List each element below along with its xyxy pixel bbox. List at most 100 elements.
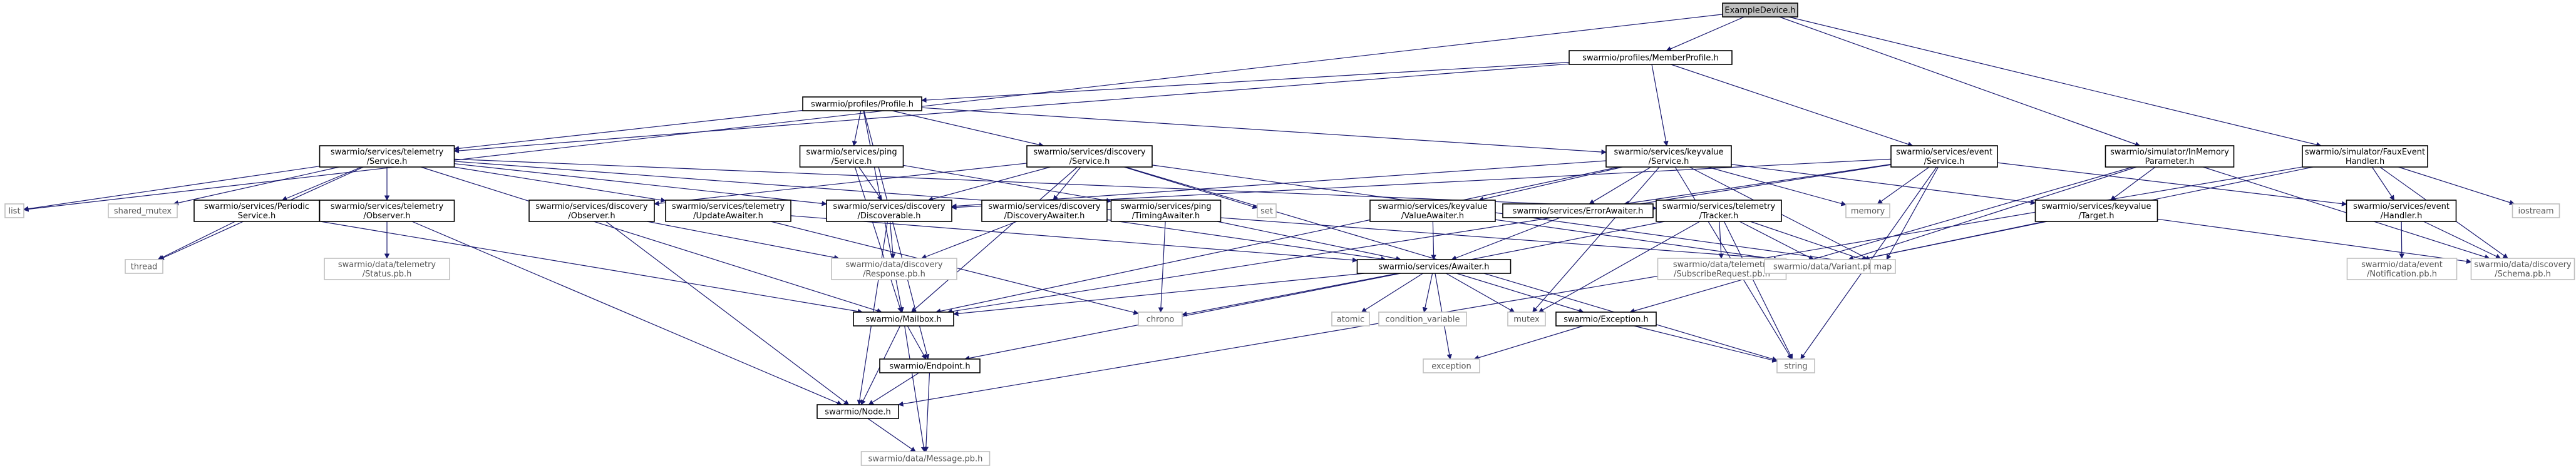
node-map: map: [1870, 259, 1896, 274]
node-label: /Discoverable.h: [857, 211, 920, 221]
node-mailbox[interactable]: swarmio/Mailbox.h: [853, 311, 954, 327]
node-updaw[interactable]: swarmio/services/telemetry/UpdateAwaiter…: [665, 200, 791, 222]
node-box: [1026, 145, 1153, 168]
node-label: /Observer.h: [568, 211, 615, 221]
node-label: swarmio/services/telemetry: [672, 202, 785, 211]
node-chrono: chrono: [1138, 311, 1183, 327]
edge-timingaw-to-awaiter: [1217, 221, 1401, 261]
node-eventsvc[interactable]: swarmio/services/event/Service.h: [1890, 145, 1998, 168]
edge: [647, 221, 840, 260]
edge: [1634, 325, 1778, 363]
edge: [927, 166, 1051, 202]
node-label: swarmio/services/discovery: [1033, 148, 1146, 157]
edge-tracker-to-string: [1723, 221, 1793, 360]
edge: [1877, 166, 1930, 205]
edge-kvsvc-to-valueaw: [1478, 166, 1623, 202]
edge: [1718, 221, 1724, 259]
node-label: swarmio/services/ping: [1120, 202, 1211, 211]
edge-awaiter-to-condvar: [1422, 273, 1433, 313]
node-box: [528, 200, 655, 222]
edge: [654, 163, 1028, 206]
node-box: [1331, 311, 1370, 327]
node-memory: memory: [1845, 203, 1890, 218]
node-endpoint[interactable]: swarmio/Endpoint.h: [879, 358, 981, 373]
node-erroraw[interactable]: swarmio/services/ErrorAwaiter.h: [1502, 203, 1654, 218]
node-label: swarmio/services/telemetry: [331, 148, 444, 157]
node-box: [1502, 203, 1654, 218]
edge-memberprofile-to-telemsvc: [453, 63, 1570, 154]
node-discoverable[interactable]: swarmio/services/discovery/Discoverable.…: [826, 200, 952, 222]
node-box: [2105, 145, 2235, 168]
edge: [1739, 221, 1815, 260]
node-box: [826, 200, 952, 222]
node-box: [319, 200, 455, 222]
node-box: [981, 200, 1108, 222]
node-label: swarmio/simulator/FauxEvent: [2305, 148, 2425, 157]
node-exceptionh[interactable]: swarmio/Exception.h: [1555, 311, 1657, 327]
node-label: ExampleDevice.h: [1724, 6, 1795, 16]
edge: [1788, 16, 2322, 148]
node-condvar: condition_variable: [1378, 311, 1467, 327]
edge-discobs-to-responsepb: [647, 221, 840, 260]
node-root[interactable]: ExampleDevice.h: [1722, 3, 1798, 18]
edge-awaiter-to-chrono: [1182, 273, 1398, 317]
edge: [1158, 221, 1166, 313]
node-label: condition_variable: [1385, 315, 1460, 325]
node-label: /UpdateAwaiter.h: [693, 211, 763, 221]
node-profile[interactable]: swarmio/profiles/Profile.h: [802, 96, 922, 111]
edge: [1731, 164, 2036, 205]
node-box: [799, 145, 904, 168]
node-evhandler[interactable]: swarmio/services/event/Handler.h: [2346, 200, 2457, 222]
node-telemobs[interactable]: swarmio/services/telemetry/Observer.h: [319, 200, 455, 222]
node-box: [1776, 358, 1815, 373]
edge: [1671, 64, 1914, 147]
edge-eventsvc-to-map: [1886, 166, 1939, 260]
node-box: [2346, 258, 2458, 280]
node-node[interactable]: swarmio/Node.h: [817, 404, 899, 419]
node-memberprofile[interactable]: swarmio/profiles/MemberProfile.h: [1569, 50, 1733, 65]
node-discsvc[interactable]: swarmio/services/discovery/Service.h: [1026, 145, 1153, 168]
node-label: /Service.h: [1649, 157, 1689, 166]
edge: [1106, 219, 1386, 262]
node-timingaw[interactable]: swarmio/services/ping/TimingAwaiter.h: [1110, 200, 1222, 222]
node-box: [1870, 259, 1896, 274]
node-label: swarmio/data/Variant.pb.h: [1773, 263, 1881, 272]
edge: [1886, 166, 1939, 260]
node-telemsvc[interactable]: swarmio/services/telemetry/Service.h: [319, 145, 455, 168]
edge: [420, 166, 882, 313]
edge-discsvc-to-discoverable: [927, 166, 1051, 202]
node-kvsvc[interactable]: swarmio/services/keyvalue/Service.h: [1605, 145, 1732, 168]
node-discaw[interactable]: swarmio/services/discovery/DiscoveryAwai…: [981, 200, 1108, 222]
edge: [23, 166, 320, 211]
node-kvtarget[interactable]: swarmio/services/keyvalue/Target.h: [2034, 200, 2158, 222]
edge-eventsvc-to-memory: [1877, 166, 1930, 205]
edge-profile-to-telemsvc: [453, 109, 803, 151]
node-label: /Target.h: [2079, 211, 2115, 221]
node-tracker[interactable]: swarmio/services/telemetry/Tracker.h: [1656, 200, 1782, 222]
edge: [157, 221, 235, 260]
node-notificationpb: swarmio/data/event/Notification.pb.h: [2346, 258, 2458, 280]
node-valueaw[interactable]: swarmio/services/keyvalue/ValueAwaiter.h: [1369, 200, 1496, 222]
edge: [411, 221, 843, 405]
edge-eventsvc-to-mailbox: [947, 164, 1892, 314]
edge-profile-to-pingsvc: [852, 110, 862, 146]
edge: [1779, 16, 2141, 147]
node-box: [2346, 200, 2457, 222]
edge: [868, 372, 919, 405]
edge-discsvc-to-set: [1124, 166, 1258, 210]
edge: [1589, 166, 1651, 205]
edge-endpoint-to-messagepb: [923, 372, 930, 452]
node-label: /Service.h: [1924, 157, 1965, 166]
edge: [951, 160, 1607, 209]
node-box: [665, 200, 791, 222]
node-awaiter[interactable]: swarmio/services/Awaiter.h: [1356, 259, 1512, 274]
node-pingsvc[interactable]: swarmio/services/ping/Service.h: [799, 145, 904, 168]
node-box: [1722, 3, 1798, 18]
node-label: /Handler.h: [2381, 211, 2423, 221]
edge-memberprofile-to-profile: [921, 62, 1570, 103]
node-discobs[interactable]: swarmio/services/discovery/Observer.h: [528, 200, 655, 222]
